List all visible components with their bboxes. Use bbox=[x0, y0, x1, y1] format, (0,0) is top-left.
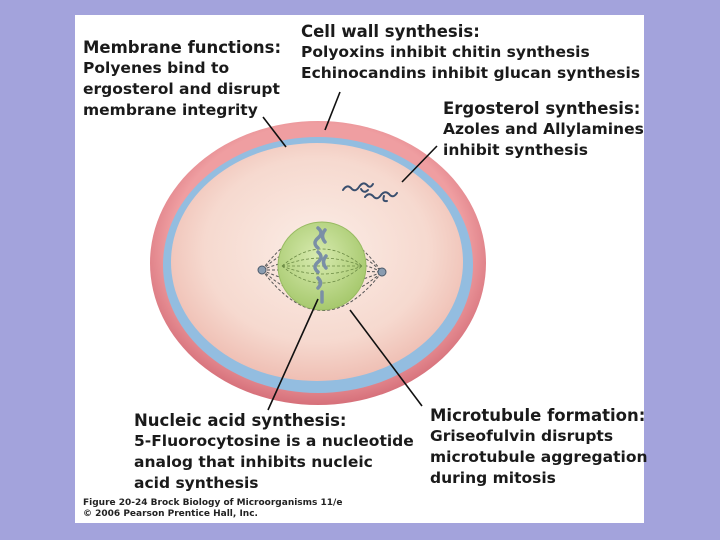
microtubule-label: Microtubule formation: Griseofulvin disr… bbox=[430, 405, 648, 489]
nucleic-acid-line: analog that inhibits nucleic bbox=[134, 452, 414, 473]
membrane-line: membrane integrity bbox=[83, 100, 281, 121]
left-centrosome bbox=[258, 266, 266, 274]
cell-wall-label: Cell wall synthesis: Polyoxins inhibit c… bbox=[301, 21, 640, 84]
nucleic-acid-line: 5-Fluorocytosine is a nucleotide bbox=[134, 431, 414, 452]
cell-wall-line: Echinocandins inhibit glucan synthesis bbox=[301, 63, 640, 84]
figure-caption: Figure 20-24 Brock Biology of Microorgan… bbox=[83, 498, 342, 509]
microtubule-line: during mitosis bbox=[430, 468, 648, 489]
cell-wall-line: Polyoxins inhibit chitin synthesis bbox=[301, 42, 640, 63]
membrane-label: Membrane functions: Polyenes bind to erg… bbox=[83, 37, 281, 121]
nucleic-acid-label: Nucleic acid synthesis: 5-Fluorocytosine… bbox=[134, 410, 414, 494]
copyright-line: © 2006 Pearson Prentice Hall, Inc. bbox=[83, 509, 342, 520]
membrane-line: Polyenes bind to bbox=[83, 58, 281, 79]
cell-wall-heading: Cell wall synthesis: bbox=[301, 21, 640, 42]
microtubule-line: Griseofulvin disrupts bbox=[430, 426, 648, 447]
ergosterol-line: inhibit synthesis bbox=[443, 140, 644, 161]
microtubule-line: microtubule aggregation bbox=[430, 447, 648, 468]
figure-credit: Figure 20-24 Brock Biology of Microorgan… bbox=[83, 498, 342, 520]
membrane-heading: Membrane functions: bbox=[83, 37, 281, 58]
membrane-line: ergosterol and disrupt bbox=[83, 79, 281, 100]
microtubule-heading: Microtubule formation: bbox=[430, 405, 648, 426]
ergosterol-label: Ergosterol synthesis: Azoles and Allylam… bbox=[443, 98, 644, 161]
ergosterol-line: Azoles and Allylamines bbox=[443, 119, 644, 140]
ergosterol-heading: Ergosterol synthesis: bbox=[443, 98, 644, 119]
nucleic-acid-line: acid synthesis bbox=[134, 473, 414, 494]
nucleic-acid-heading: Nucleic acid synthesis: bbox=[134, 410, 414, 431]
right-centrosome bbox=[378, 268, 386, 276]
